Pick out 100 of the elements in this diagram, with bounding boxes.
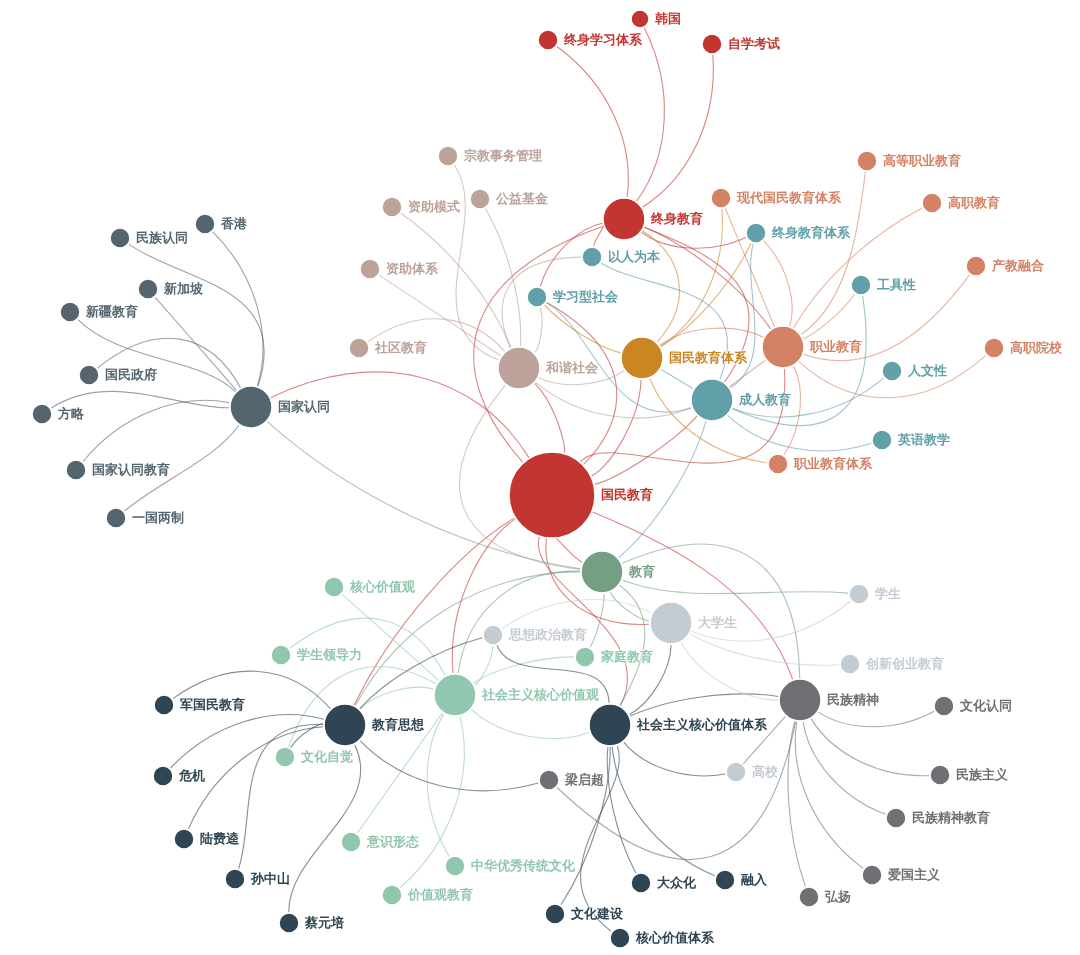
connector-line [642, 54, 714, 208]
connector-line [606, 746, 637, 874]
connector-line [154, 296, 238, 391]
node-label: 融入 [741, 872, 767, 888]
connector-line [290, 723, 324, 749]
connector-line [659, 327, 764, 346]
connector-line [802, 293, 856, 340]
connector-line [289, 617, 446, 676]
connector-line [556, 45, 629, 198]
node-label: 高校 [752, 764, 778, 780]
connector-line [689, 633, 840, 666]
connector-line [659, 208, 723, 347]
connector-line [660, 368, 694, 390]
connector-line [660, 242, 752, 348]
connector-line [187, 726, 324, 830]
connector-line [802, 721, 887, 815]
node-label: 以人为本 [608, 249, 660, 265]
node-label: 社会主义核心价值观 [482, 687, 599, 703]
connector-line [817, 710, 935, 728]
connector-line [628, 644, 672, 716]
node-label: 资助模式 [408, 199, 460, 215]
node-label: 学生 [875, 586, 901, 602]
connector-line [803, 274, 971, 362]
connector-line [623, 741, 726, 777]
node-label: 终身学习体系 [564, 32, 642, 48]
node-label: 弘扬 [825, 889, 851, 905]
connector-line [621, 543, 801, 679]
node-label: 民族认同 [136, 230, 188, 246]
connector-line [399, 715, 465, 889]
connector-line [690, 600, 852, 642]
connector-line [649, 377, 768, 464]
node-label: 国民教育 [601, 487, 653, 503]
node-label: 终身教育体系 [772, 225, 850, 241]
connector-line [619, 584, 646, 707]
connector-line [642, 230, 680, 343]
node-label: 高等职业教育 [883, 153, 961, 169]
connector-line [591, 379, 642, 477]
node-label: 方略 [58, 406, 84, 422]
node-label: 国家认同教育 [92, 462, 170, 478]
node-label: 创新创业教育 [866, 656, 944, 672]
connector-line [591, 511, 794, 680]
connector-line [546, 301, 618, 465]
node-label: 公益基金 [496, 191, 548, 207]
node-label: 孙中山 [251, 871, 290, 887]
connector-line [123, 424, 240, 512]
node-label: 职业教育体系 [794, 456, 872, 472]
node-label: 一国两制 [132, 510, 184, 526]
connector-line [170, 714, 325, 769]
connector-line [553, 536, 583, 563]
connector-line [359, 740, 539, 792]
connector-line [794, 721, 864, 869]
node-label: 国民教育体系 [669, 350, 747, 366]
node-label: 危机 [179, 768, 205, 784]
connector-line [472, 656, 575, 684]
node-label: 英语教学 [898, 432, 950, 448]
node-label: 价值观教育 [408, 887, 473, 903]
node-label: 产教融合 [992, 258, 1044, 274]
connector-line [288, 744, 362, 913]
node-label: 文化自觉 [301, 749, 353, 765]
node-label: 民族精神教育 [912, 810, 990, 826]
connector-line [560, 746, 611, 906]
connector-line [629, 693, 779, 717]
connector-line [787, 720, 806, 888]
node-label: 新加坡 [164, 281, 203, 297]
connector-line [798, 354, 987, 399]
connector-line [800, 171, 867, 336]
node-label: 国民政府 [105, 367, 157, 383]
connector-line [353, 517, 515, 706]
connector-line [501, 599, 652, 630]
connector-line [731, 377, 885, 418]
node-label: 工具性 [877, 277, 916, 293]
connector-line [556, 721, 797, 861]
node-label: 高职院校 [1010, 340, 1062, 356]
connector-line [341, 593, 440, 681]
node-label: 学习型社会 [553, 289, 618, 305]
node-label: 文化建设 [571, 906, 623, 922]
connector-line [459, 384, 581, 570]
node-label: 韩国 [655, 11, 681, 27]
connector-line [50, 390, 230, 409]
connector-line [538, 536, 628, 707]
connector-line [589, 593, 605, 648]
connector-line [484, 208, 522, 347]
node-label: 梁启超 [565, 772, 604, 788]
connector-line [621, 579, 849, 595]
node-label: 新疆教育 [86, 304, 138, 320]
connector-line [96, 337, 242, 389]
connector-line [534, 382, 566, 454]
connector-line [400, 212, 512, 349]
connector-line [538, 370, 625, 386]
node-label: 香港 [221, 216, 247, 232]
connector-line [535, 381, 693, 419]
node-label: 职业教育 [810, 339, 862, 355]
connector-line [473, 225, 604, 463]
connector-line [378, 274, 502, 357]
node-label: 学生领导力 [297, 647, 362, 663]
connector-line [731, 295, 867, 426]
connector-line [611, 746, 716, 877]
node-label: 民族精神 [827, 692, 879, 708]
node-label: 社会主义核心价值体系 [637, 717, 767, 733]
node-label: 大众化 [657, 875, 696, 891]
